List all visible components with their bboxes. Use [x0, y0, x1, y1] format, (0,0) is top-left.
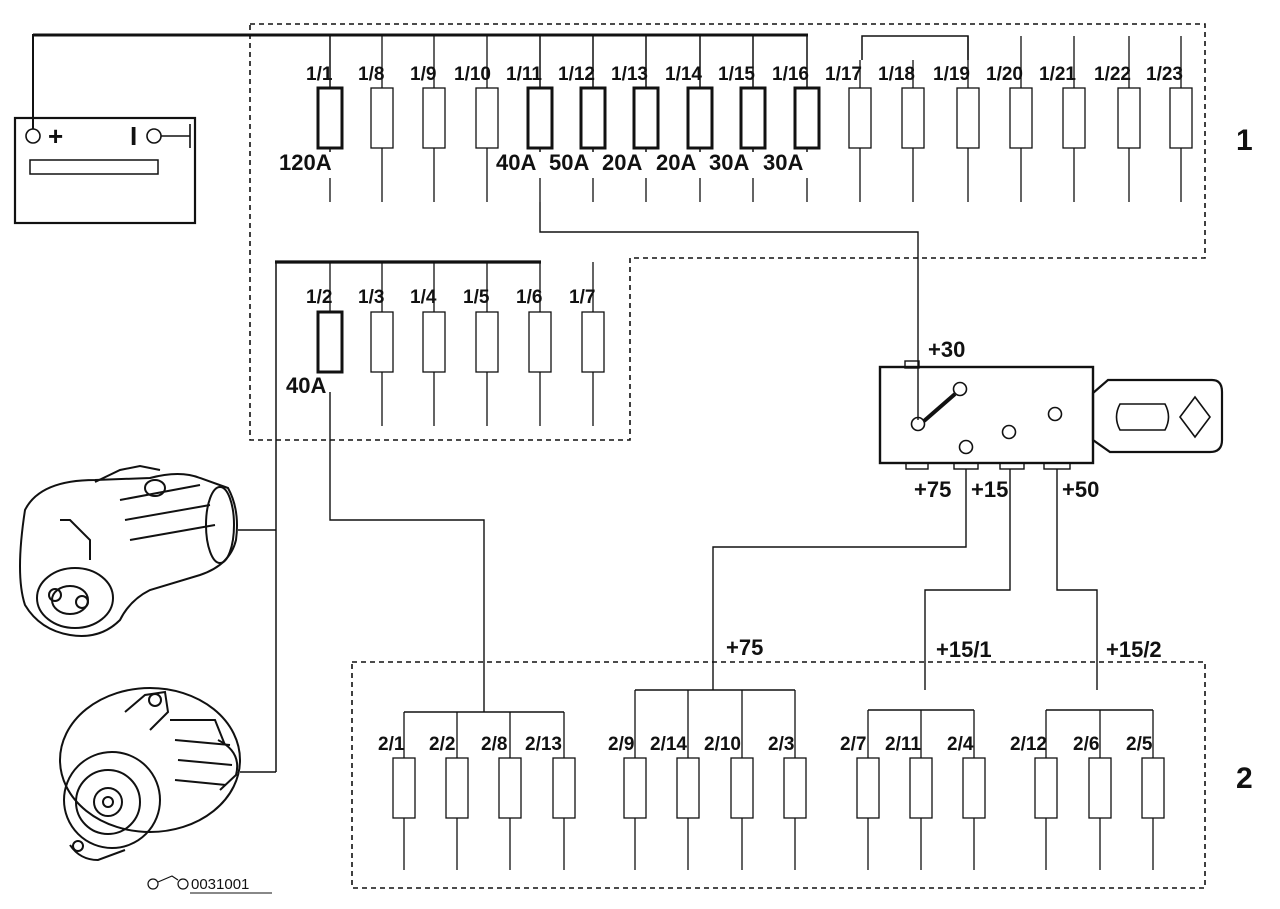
fuse-label-1-5: 1/5	[463, 287, 490, 308]
fuse-label-1-19: 1/19	[933, 64, 970, 85]
fuse-row-2	[316, 262, 605, 426]
fuse-label-1-2: 1/2	[306, 287, 332, 308]
rating-1-15: 30A	[709, 150, 749, 175]
rating-1-13: 20A	[602, 150, 642, 175]
alternator-icon	[59, 687, 241, 862]
fuse-label-1-14: 1/14	[665, 64, 702, 85]
reference-stamp: 0031001	[147, 875, 272, 894]
rating-1-16: 30A	[763, 150, 803, 175]
fuse-label-2-5: 2/5	[1126, 734, 1153, 755]
fuse-label-1-8: 1/8	[358, 64, 384, 85]
row2-fuse-labels: 1/2 1/3 1/4 1/5 1/6 1/7 40A	[286, 287, 595, 398]
fuse-label-1-15: 1/15	[718, 64, 755, 85]
battery-plus-label: +	[48, 121, 63, 151]
wire-1-2-to-box2	[329, 392, 485, 712]
fuse-label-2-3: 2/3	[768, 734, 794, 755]
fuse-label-2-1: 2/1	[378, 734, 405, 755]
ignition-terminal-labels: +30 +75 +15 +50	[914, 337, 1099, 502]
fuse-label-2-4: 2/4	[947, 734, 974, 755]
row1-fuse-labels: 1/1 1/8 1/9 1/10 1/11 1/12 1/13 1/14 1/1…	[306, 64, 1183, 85]
wire-plus15-2	[1056, 469, 1098, 690]
fuse-box-1-outline	[249, 23, 1206, 441]
bus-plus15-1: +15/1	[936, 637, 992, 662]
bridge-17-19	[861, 35, 969, 60]
fuse-label-2-11: 2/11	[885, 734, 921, 755]
fuse-label-1-1: 1/1	[306, 64, 333, 85]
fuse-box-1-label: 1	[1236, 124, 1253, 157]
fuse-label-1-10: 1/10	[454, 64, 491, 85]
row1-fuse-ratings: 120A 40A 50A 20A 20A 30A 30A	[279, 150, 803, 175]
wire-1-11-to-ignition	[539, 202, 919, 420]
starter-motor-icon	[19, 464, 238, 637]
fuse-label-1-17: 1/17	[825, 64, 862, 85]
battery-icon	[13, 34, 197, 225]
fuse-label-1-16: 1/16	[772, 64, 809, 85]
fuse-label-2-6: 2/6	[1073, 734, 1099, 755]
fuse-row-1	[316, 36, 1193, 202]
fuse-label-1-4: 1/4	[410, 287, 437, 308]
fuse-label-1-7: 1/7	[569, 287, 595, 308]
fuse-label-1-22: 1/22	[1094, 64, 1131, 85]
fuse-label-1-18: 1/18	[878, 64, 915, 85]
terminal-plus50: +50	[1062, 477, 1099, 502]
terminal-plus75: +75	[914, 477, 951, 502]
fuse-label-2-14: 2/14	[650, 734, 687, 755]
wire-plus75	[712, 469, 967, 690]
fuse-box-2-outline	[351, 661, 1206, 889]
ignition-switch-icon	[878, 360, 1224, 470]
battery-minus-label: I	[130, 121, 137, 151]
fuse-label-2-12: 2/12	[1010, 734, 1047, 755]
fuse-label-2-2: 2/2	[429, 734, 455, 755]
fuse-group-c	[856, 709, 986, 870]
fuse-label-2-13: 2/13	[525, 734, 562, 755]
fuse-label-2-8: 2/8	[481, 734, 507, 755]
fuse-label-1-12: 1/12	[558, 64, 595, 85]
bus-labels: +75 +15/1 +15/2	[726, 635, 1162, 662]
rating-1-1: 120A	[279, 150, 332, 175]
battery-terminal-labels: + I	[48, 121, 137, 151]
box2-fuse-labels: 2/1 2/2 2/8 2/13 2/9 2/14 2/10 2/3 2/7 2…	[378, 734, 1153, 755]
rating-1-2: 40A	[286, 373, 326, 398]
rating-1-12: 50A	[549, 150, 589, 175]
fuse-label-1-9: 1/9	[410, 64, 436, 85]
fuse-label-2-10: 2/10	[704, 734, 741, 755]
fuse-label-1-3: 1/3	[358, 287, 384, 308]
fuse-label-2-7: 2/7	[840, 734, 866, 755]
rating-1-14: 20A	[656, 150, 696, 175]
fuse-group-a	[392, 711, 576, 870]
fuse-label-2-9: 2/9	[608, 734, 634, 755]
rating-1-11: 40A	[496, 150, 536, 175]
bus-plus15-2: +15/2	[1106, 637, 1162, 662]
reference-number: 0031001	[191, 876, 249, 893]
bus-plus75: +75	[726, 635, 763, 660]
fuse-box-2-label: 2	[1236, 762, 1253, 795]
fuse-label-1-23: 1/23	[1146, 64, 1183, 85]
fuse-group-d	[1034, 709, 1165, 870]
fuse-label-1-21: 1/21	[1039, 64, 1076, 85]
fuse-label-1-13: 1/13	[611, 64, 648, 85]
fuse-label-1-11: 1/11	[506, 64, 542, 85]
wire-plus15-1	[924, 469, 1011, 690]
terminal-plus30: +30	[928, 337, 965, 362]
fuse-group-b	[623, 689, 807, 870]
terminal-plus15: +15	[971, 477, 1008, 502]
fuse-label-1-6: 1/6	[516, 287, 542, 308]
fuse-label-1-20: 1/20	[986, 64, 1023, 85]
